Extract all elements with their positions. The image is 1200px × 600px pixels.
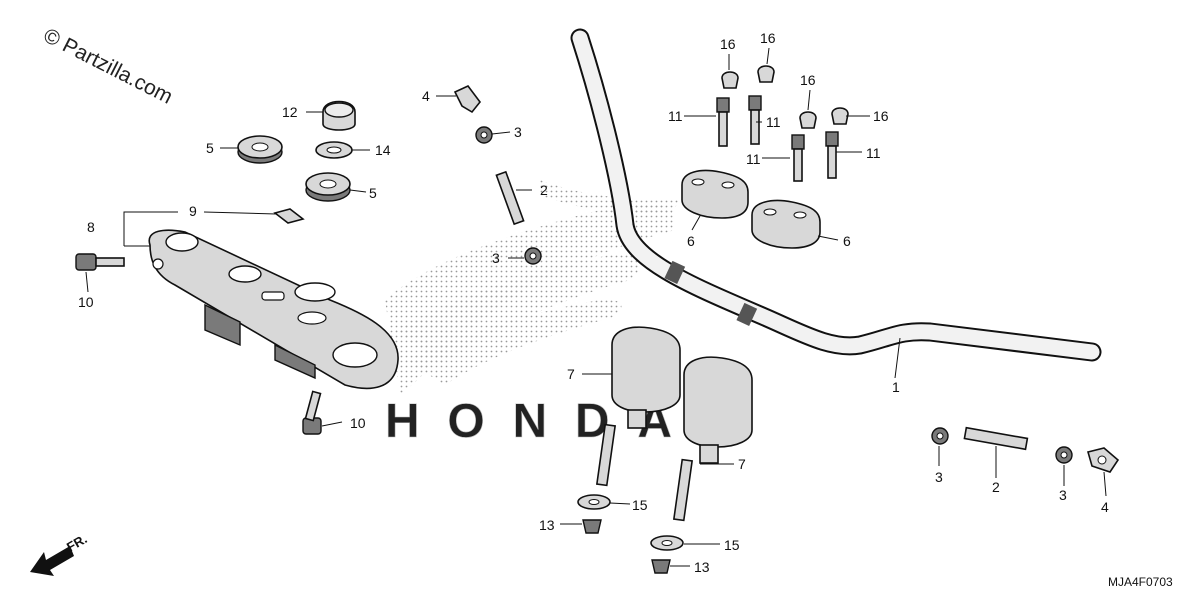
callout-holder-upper-a: 6 bbox=[687, 233, 695, 249]
callout-clamp-right: 4 bbox=[1101, 499, 1109, 515]
front-direction-arrow: FR. bbox=[30, 531, 90, 576]
callout-cap-16-b: 16 bbox=[760, 30, 776, 46]
cap-16-c bbox=[799, 111, 817, 129]
washer-14 bbox=[315, 141, 353, 159]
callout-nut-mid: 3 bbox=[492, 250, 500, 266]
callout-bolt-d: 11 bbox=[866, 145, 881, 161]
callout-pin-right: 2 bbox=[992, 479, 1000, 495]
callout-cap-16-d: 16 bbox=[873, 108, 889, 124]
nut-right-b bbox=[1055, 446, 1073, 464]
cap-12 bbox=[322, 100, 356, 131]
pin-left bbox=[495, 170, 525, 226]
upper-holder-a bbox=[681, 169, 749, 219]
callout-bolt-bottom: 10 bbox=[350, 415, 366, 431]
top-bridge bbox=[148, 229, 399, 390]
plate-9 bbox=[273, 208, 305, 224]
partzilla-watermark: © Partzilla.com bbox=[40, 24, 177, 109]
nut-13-a bbox=[582, 519, 602, 534]
bushing-lower bbox=[305, 172, 351, 202]
bushing-upper bbox=[237, 135, 283, 164]
callout-cap-16-a: 16 bbox=[720, 36, 736, 52]
callout-clamp-top: 4 bbox=[422, 88, 430, 104]
upper-holder-b bbox=[751, 199, 821, 249]
bolt-bottom bbox=[302, 390, 322, 435]
callout-holder-upper-b: 6 bbox=[843, 233, 851, 249]
callout-bolt-c: 11 bbox=[746, 151, 761, 167]
callout-nut-right-b: 3 bbox=[1059, 487, 1067, 503]
nut-right-a bbox=[931, 427, 949, 445]
lower-holder-a bbox=[595, 326, 681, 487]
nut-mid bbox=[524, 247, 542, 265]
callout-cap-16-c: 16 bbox=[800, 72, 816, 88]
callout-holder-lower-b: 7 bbox=[738, 456, 746, 472]
callout-bush-lower: 5 bbox=[369, 185, 377, 201]
clamp-right bbox=[1087, 447, 1120, 473]
nut-top bbox=[475, 126, 493, 144]
cap-16-b bbox=[757, 65, 775, 83]
callout-bush-upper: 5 bbox=[206, 140, 214, 156]
clamp-top bbox=[453, 85, 482, 114]
washer-15-a bbox=[577, 494, 611, 510]
callout-holder-lower-a: 7 bbox=[567, 366, 575, 382]
callout-bolt-b: 11 bbox=[766, 114, 781, 130]
bolt-11-c bbox=[791, 134, 805, 182]
nut-13-b bbox=[651, 559, 671, 574]
bolt-11-d bbox=[825, 131, 839, 179]
bolt-side bbox=[75, 253, 125, 271]
callout-nut-13-a: 13 bbox=[539, 517, 555, 533]
cap-16-a bbox=[721, 71, 739, 89]
callout-cap-12: 12 bbox=[282, 104, 298, 120]
bolt-11-a bbox=[716, 97, 730, 147]
callout-pin-left: 2 bbox=[540, 182, 548, 198]
washer-15-b bbox=[650, 535, 684, 551]
callout-bolt-side: 10 bbox=[78, 294, 94, 310]
leader-lines bbox=[85, 47, 1107, 567]
diagram-code: MJA4F0703 bbox=[1108, 575, 1173, 589]
callout-handlebar: 1 bbox=[892, 379, 900, 395]
bolt-11-b bbox=[748, 95, 762, 145]
lower-holder-b bbox=[672, 356, 753, 522]
callout-plate: 9 bbox=[189, 203, 197, 219]
callout-nut-top: 3 bbox=[514, 124, 522, 140]
callouts: 1 2 2 3 3 3 3 4 4 5 5 6 6 7 7 8 9 10 10 … bbox=[78, 30, 1109, 575]
callout-top-bridge: 8 bbox=[87, 219, 95, 235]
callout-nut-13-b: 13 bbox=[694, 559, 710, 575]
callout-washer-15-b: 15 bbox=[724, 537, 740, 553]
callout-washer-15-a: 15 bbox=[632, 497, 648, 513]
callout-nut-right-a: 3 bbox=[935, 469, 943, 485]
callout-bolt-a: 11 bbox=[668, 108, 683, 124]
callout-washer-14: 14 bbox=[375, 142, 391, 158]
cap-16-d bbox=[831, 107, 849, 125]
pin-right bbox=[963, 426, 1029, 451]
handlebar bbox=[570, 28, 1102, 362]
